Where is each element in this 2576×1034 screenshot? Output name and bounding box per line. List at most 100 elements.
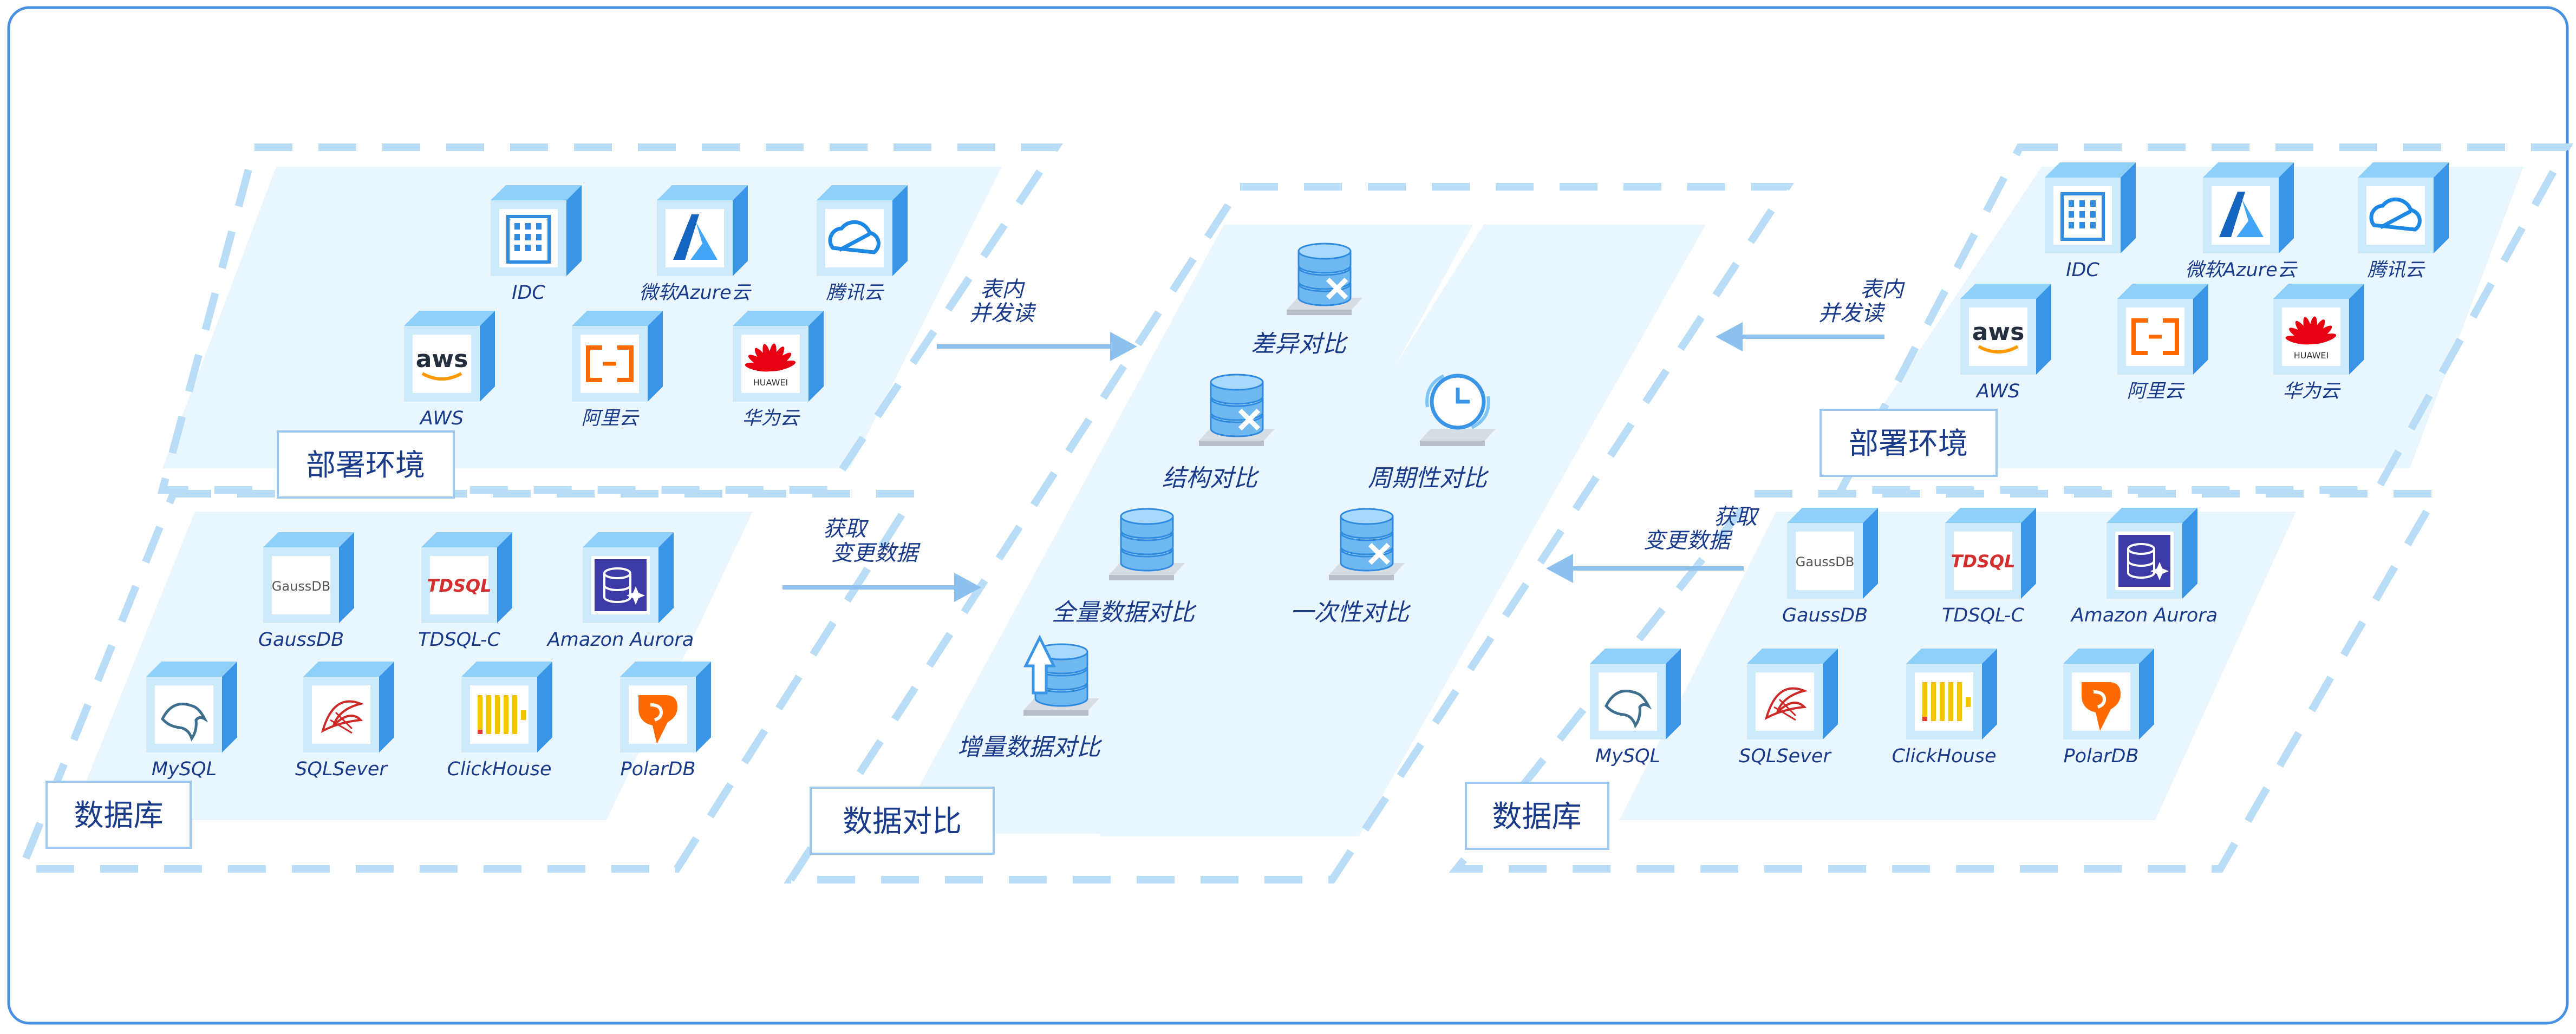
right-db-3: Amazon Aurora bbox=[2070, 508, 2218, 626]
center-title-box: 数据对比 bbox=[810, 787, 995, 855]
polardb-icon bbox=[2082, 682, 2121, 731]
right-db-2-label: TDSQL-C bbox=[1942, 605, 2025, 626]
flow-label-left-top-1: 表内 bbox=[980, 277, 1025, 302]
right-db-1: GaussDB GaussDB bbox=[1782, 508, 1878, 626]
left-deploy-5-label: 阿里云 bbox=[581, 408, 640, 429]
left-database-title: 数据库 bbox=[74, 798, 163, 833]
right-db-1-label: GaussDB bbox=[1782, 605, 1868, 626]
svg-text:HUAWEI: HUAWEI bbox=[2294, 350, 2329, 361]
right-deploy-6-label: 华为云 bbox=[2282, 381, 2341, 402]
center-item-6 bbox=[1023, 634, 1099, 716]
sqlserver-icon bbox=[321, 700, 364, 734]
right-db-6-label: ClickHouse bbox=[1892, 745, 1996, 767]
right-deploy-title-box: 部署环境 bbox=[1819, 409, 1998, 477]
left-deploy-2-label: 微软Azure云 bbox=[639, 282, 752, 304]
left-deploy-title-box: 部署环境 bbox=[277, 430, 455, 499]
svg-text:GaussDB: GaussDB bbox=[272, 579, 330, 594]
right-database-title: 数据库 bbox=[1492, 799, 1581, 834]
database-increment-icon bbox=[1023, 634, 1088, 707]
huawei-icon: HUAWEI bbox=[2285, 316, 2337, 361]
tdsql-icon: TDSQL bbox=[1951, 551, 2015, 572]
right-deploy-1: IDC bbox=[2045, 162, 2136, 281]
svg-text:GaussDB: GaussDB bbox=[1796, 554, 1854, 570]
mysql-icon bbox=[161, 702, 208, 742]
left-db-6: ClickHouse bbox=[447, 662, 552, 780]
left-db-3-label: Amazon Aurora bbox=[546, 629, 694, 651]
center-item-3 bbox=[1420, 374, 1496, 446]
left-db-2: TDSQL TDSQL-C bbox=[418, 532, 512, 651]
right-deploy-2-label: 微软Azure云 bbox=[2185, 259, 2298, 281]
right-db-5: SQLSever bbox=[1739, 649, 1838, 767]
svg-text:TDSQL: TDSQL bbox=[1951, 551, 2015, 572]
aurora-icon bbox=[595, 559, 647, 611]
flow-label-left-top-2: 并发读 bbox=[969, 301, 1036, 326]
svg-text:HUAWEI: HUAWEI bbox=[753, 377, 788, 388]
left-db-1-label: GaussDB bbox=[258, 629, 344, 651]
right-deploy-6: HUAWEI 华为云 bbox=[2273, 284, 2364, 402]
left-db-1: GaussDB GaussDB bbox=[258, 532, 354, 651]
flow-label-right-top-1: 表内 bbox=[1860, 277, 1905, 302]
left-deploy-1: IDC bbox=[491, 185, 582, 304]
left-deploy-6: HUAWEI 华为云 bbox=[733, 311, 824, 429]
flow-arrow-left-bottom bbox=[782, 573, 981, 602]
left-db-5: SQLSever bbox=[295, 662, 394, 780]
left-deploy-5: 阿里云 bbox=[572, 311, 663, 429]
left-deploy-3-label: 腾讯云 bbox=[826, 282, 884, 304]
right-deploy-5: 阿里云 bbox=[2117, 284, 2208, 402]
right-deploy-4-label: AWS bbox=[1975, 381, 2020, 402]
aws-icon: aws bbox=[1972, 318, 2025, 354]
right-db-2: TDSQL TDSQL-C bbox=[1942, 508, 2036, 626]
left-deploy-1-label: IDC bbox=[512, 282, 545, 304]
center-item-4-label: 全量数据对比 bbox=[1052, 599, 1197, 626]
database-icon bbox=[1120, 508, 1174, 572]
left-db-4-label: MySQL bbox=[152, 758, 217, 780]
right-deploy-3: 腾讯云 bbox=[2358, 162, 2449, 281]
left-db-2-label: TDSQL-C bbox=[418, 629, 501, 651]
mysql-icon bbox=[1605, 689, 1652, 729]
center-item-2-label: 结构对比 bbox=[1162, 464, 1260, 492]
flow-label-right-bottom-1: 获取 bbox=[1714, 505, 1760, 529]
polardb-icon bbox=[638, 695, 677, 744]
azure-icon bbox=[2219, 192, 2264, 237]
right-db-7-label: PolarDB bbox=[2063, 745, 2138, 767]
sqlserver-icon bbox=[1764, 687, 1808, 721]
center-item-5-label: 一次性对比 bbox=[1290, 599, 1411, 626]
center-item-1-label: 差异对比 bbox=[1251, 330, 1348, 358]
right-deploy-3-label: 腾讯云 bbox=[2367, 259, 2425, 281]
right-deploy-5-label: 阿里云 bbox=[2127, 381, 2185, 402]
center-item-3-label: 周期性对比 bbox=[1368, 464, 1489, 492]
center-item-2 bbox=[1199, 374, 1275, 446]
flow-label-right-bottom-2: 变更数据 bbox=[1644, 528, 1733, 553]
center-item-6-label: 增量数据对比 bbox=[957, 734, 1103, 761]
aliyun-icon bbox=[2131, 318, 2179, 355]
tdsql-icon: TDSQL bbox=[427, 575, 491, 596]
huawei-icon: HUAWEI bbox=[745, 343, 796, 388]
center-item-4 bbox=[1109, 508, 1185, 580]
building-icon bbox=[506, 215, 551, 264]
gaussdb-icon: GaussDB bbox=[1796, 554, 1854, 570]
flow-arrow-right-bottom bbox=[1546, 554, 1744, 583]
gaussdb-icon: GaussDB bbox=[272, 579, 330, 594]
flow-arrow-left-top bbox=[937, 332, 1137, 361]
right-deploy-title: 部署环境 bbox=[1849, 426, 1968, 461]
left-db-4: MySQL bbox=[146, 662, 237, 780]
tencent-cloud-icon bbox=[2369, 197, 2422, 232]
right-db-7: PolarDB bbox=[2063, 649, 2154, 767]
database-compare-icon bbox=[1210, 374, 1264, 437]
right-deploy-1-label: IDC bbox=[2066, 259, 2099, 281]
left-db-7-label: PolarDB bbox=[620, 758, 695, 780]
svg-text:aws: aws bbox=[1972, 318, 2025, 346]
right-db-3-label: Amazon Aurora bbox=[2070, 605, 2218, 626]
building-icon bbox=[2060, 192, 2105, 241]
left-db-5-label: SQLSever bbox=[295, 758, 388, 780]
clickhouse-icon bbox=[478, 695, 526, 734]
left-deploy-6-label: 华为云 bbox=[742, 408, 800, 429]
azure-icon bbox=[673, 214, 718, 260]
left-database-title-box: 数据库 bbox=[45, 781, 192, 849]
center-item-1 bbox=[1287, 243, 1362, 315]
flow-label-left-bottom-1: 获取 bbox=[823, 516, 869, 541]
